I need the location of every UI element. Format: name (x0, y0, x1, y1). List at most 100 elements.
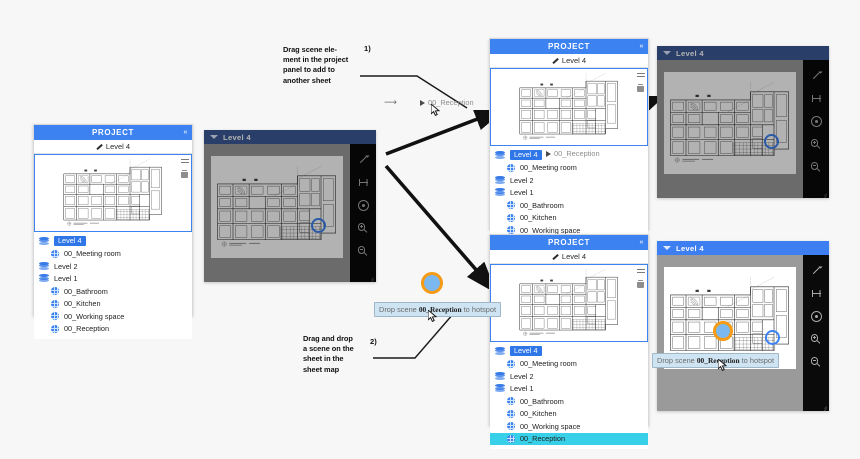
sheet-image-frame[interactable] (664, 72, 796, 174)
sheet-thumbnail[interactable] (490, 68, 648, 146)
expand-icon[interactable] (811, 70, 822, 81)
target-icon[interactable] (357, 200, 369, 211)
sheet-toolbar[interactable] (803, 60, 829, 198)
thumbnail-tools[interactable] (635, 268, 646, 288)
tree-item-scene[interactable]: 00_Bathroom (490, 199, 648, 212)
drag-ghost-label: 00_Reception (428, 98, 474, 107)
sheet-map-panel-bottom-right[interactable]: Level 4 (657, 241, 829, 411)
tree-item-scene[interactable]: 00_Bathroom (34, 285, 192, 298)
collapse-panel-icon[interactable]: « (639, 239, 644, 246)
active-sheet-bar[interactable]: Level 4 (490, 250, 648, 264)
sheet-map-panel-top-right[interactable]: Level 4 (657, 46, 829, 198)
sheet-toolbar[interactable] (803, 255, 829, 411)
tree-item-scene[interactable]: 00_Kitchen (490, 408, 648, 421)
tree-item-scene[interactable]: 00_Reception (34, 323, 192, 336)
measure-icon[interactable] (811, 288, 822, 299)
tree-item-scene[interactable]: 00_Bathroom (490, 395, 648, 408)
tree-item-level[interactable]: Level 4 (490, 345, 648, 358)
zoom-out-icon[interactable] (810, 162, 822, 173)
scene-globe-icon (507, 201, 515, 210)
collapse-panel-icon[interactable]: « (183, 129, 188, 136)
target-icon[interactable] (810, 116, 822, 127)
tree-item-level[interactable]: Level 4 (34, 235, 192, 248)
tree-item-label: 00_Kitchen (520, 213, 557, 223)
sheet-canvas[interactable] (657, 255, 803, 411)
measure-icon[interactable] (358, 177, 369, 188)
tree-item-scene[interactable]: 00_Working space (490, 224, 648, 237)
tree-item-level[interactable]: Level 1 (490, 187, 648, 200)
project-panel-step1-result[interactable]: PROJECT « Level 4 Level 4 00_Meeting roo… (489, 38, 649, 253)
project-tree-step2[interactable]: Level 4 00_Meeting room Level 2 Level 1 … (490, 342, 648, 449)
pencil-icon[interactable] (96, 143, 103, 150)
layers-icon (39, 274, 49, 283)
tree-item-level[interactable]: Level 1 (490, 383, 648, 396)
sheet-thumbnail[interactable] (490, 264, 648, 342)
resize-grip-icon[interactable] (368, 274, 374, 280)
tree-item-scene[interactable]: 00_Meeting room (490, 162, 648, 175)
collapse-panel-icon[interactable]: « (639, 43, 644, 50)
swap-icon[interactable] (180, 158, 189, 165)
caret-down-icon[interactable] (663, 246, 671, 250)
tree-item-level[interactable]: Level 2 (34, 260, 192, 273)
thumbnail-tools[interactable] (179, 158, 190, 178)
measure-icon[interactable] (811, 93, 822, 104)
active-sheet-bar[interactable]: Level 4 (34, 140, 192, 154)
trash-icon[interactable] (181, 170, 188, 178)
caret-down-icon[interactable] (663, 51, 671, 55)
tree-item-scene-drop-target[interactable]: 00_Reception (490, 432, 648, 445)
flow-arrow-to-bottom-panel (384, 164, 497, 290)
pencil-icon[interactable] (552, 253, 559, 260)
sheet-panel-body[interactable] (657, 60, 829, 198)
tree-item-scene[interactable]: 00_Kitchen (490, 212, 648, 225)
tree-item-label: Level 1 (510, 384, 534, 394)
tree-item-scene[interactable]: 00_Meeting room (34, 248, 192, 261)
drag-ghost-caret-icon (420, 99, 425, 106)
target-icon[interactable] (810, 311, 822, 322)
trash-icon[interactable] (637, 84, 644, 92)
tree-item-level[interactable]: Level 2 (490, 370, 648, 383)
trash-icon[interactable] (637, 280, 644, 288)
resize-grip-icon[interactable] (821, 403, 827, 409)
caret-down-icon[interactable] (210, 135, 218, 139)
sheet-canvas[interactable] (204, 144, 350, 282)
tree-item-label: 00_Working space (520, 225, 581, 235)
zoom-out-icon[interactable] (810, 357, 822, 368)
swap-icon[interactable] (636, 268, 645, 275)
zoom-in-icon[interactable] (810, 139, 822, 150)
tree-item-level[interactable]: Level 2 (490, 174, 648, 187)
project-panel-left[interactable]: PROJECT « Level 4 Level 4 00_Meeting roo… (33, 124, 193, 339)
scene-globe-icon (51, 287, 59, 296)
hotspot-inactive[interactable] (764, 134, 779, 149)
tree-item-scene[interactable]: 00_Working space (490, 420, 648, 433)
sheet-image-frame[interactable] (664, 267, 796, 369)
tree-item-scene[interactable]: 00_Working space (34, 310, 192, 323)
sheet-map-panel-middle[interactable]: Level 4 (204, 130, 376, 282)
project-tree-left[interactable]: Level 4 00_Meeting room Level 2 Level 1 … (34, 232, 192, 339)
hotspot-inactive[interactable] (765, 330, 780, 345)
project-panel-step2-result[interactable]: PROJECT « Level 4 Level 4 00_Meeting roo… (489, 234, 649, 449)
expand-icon[interactable] (811, 265, 822, 276)
hotspot-active-drop[interactable] (713, 321, 733, 341)
sheet-toolbar[interactable] (350, 144, 376, 282)
resize-grip-icon[interactable] (821, 190, 827, 196)
sheet-canvas[interactable] (657, 60, 803, 198)
hotspot-active-drop-floating[interactable] (421, 272, 443, 294)
pencil-icon[interactable] (552, 57, 559, 64)
tree-item-scene[interactable]: 00_Meeting room (490, 358, 648, 371)
zoom-in-icon[interactable] (810, 334, 822, 345)
zoom-out-icon[interactable] (357, 246, 369, 257)
tree-item-level[interactable]: Level 1 (34, 273, 192, 286)
expand-icon[interactable] (358, 154, 369, 165)
tree-item-level[interactable]: Level 4 (490, 149, 648, 162)
sheet-thumbnail[interactable] (34, 154, 192, 232)
sheet-image-frame[interactable] (211, 156, 343, 258)
swap-icon[interactable] (636, 72, 645, 79)
thumbnail-tools[interactable] (635, 72, 646, 92)
hotspot-inactive[interactable] (311, 218, 326, 233)
sheet-panel-body[interactable] (204, 144, 376, 282)
sheet-panel-title: Level 4 (676, 243, 704, 253)
active-sheet-bar[interactable]: Level 4 (490, 54, 648, 68)
zoom-in-icon[interactable] (357, 223, 369, 234)
sheet-panel-body[interactable] (657, 255, 829, 411)
tree-item-scene[interactable]: 00_Kitchen (34, 298, 192, 311)
